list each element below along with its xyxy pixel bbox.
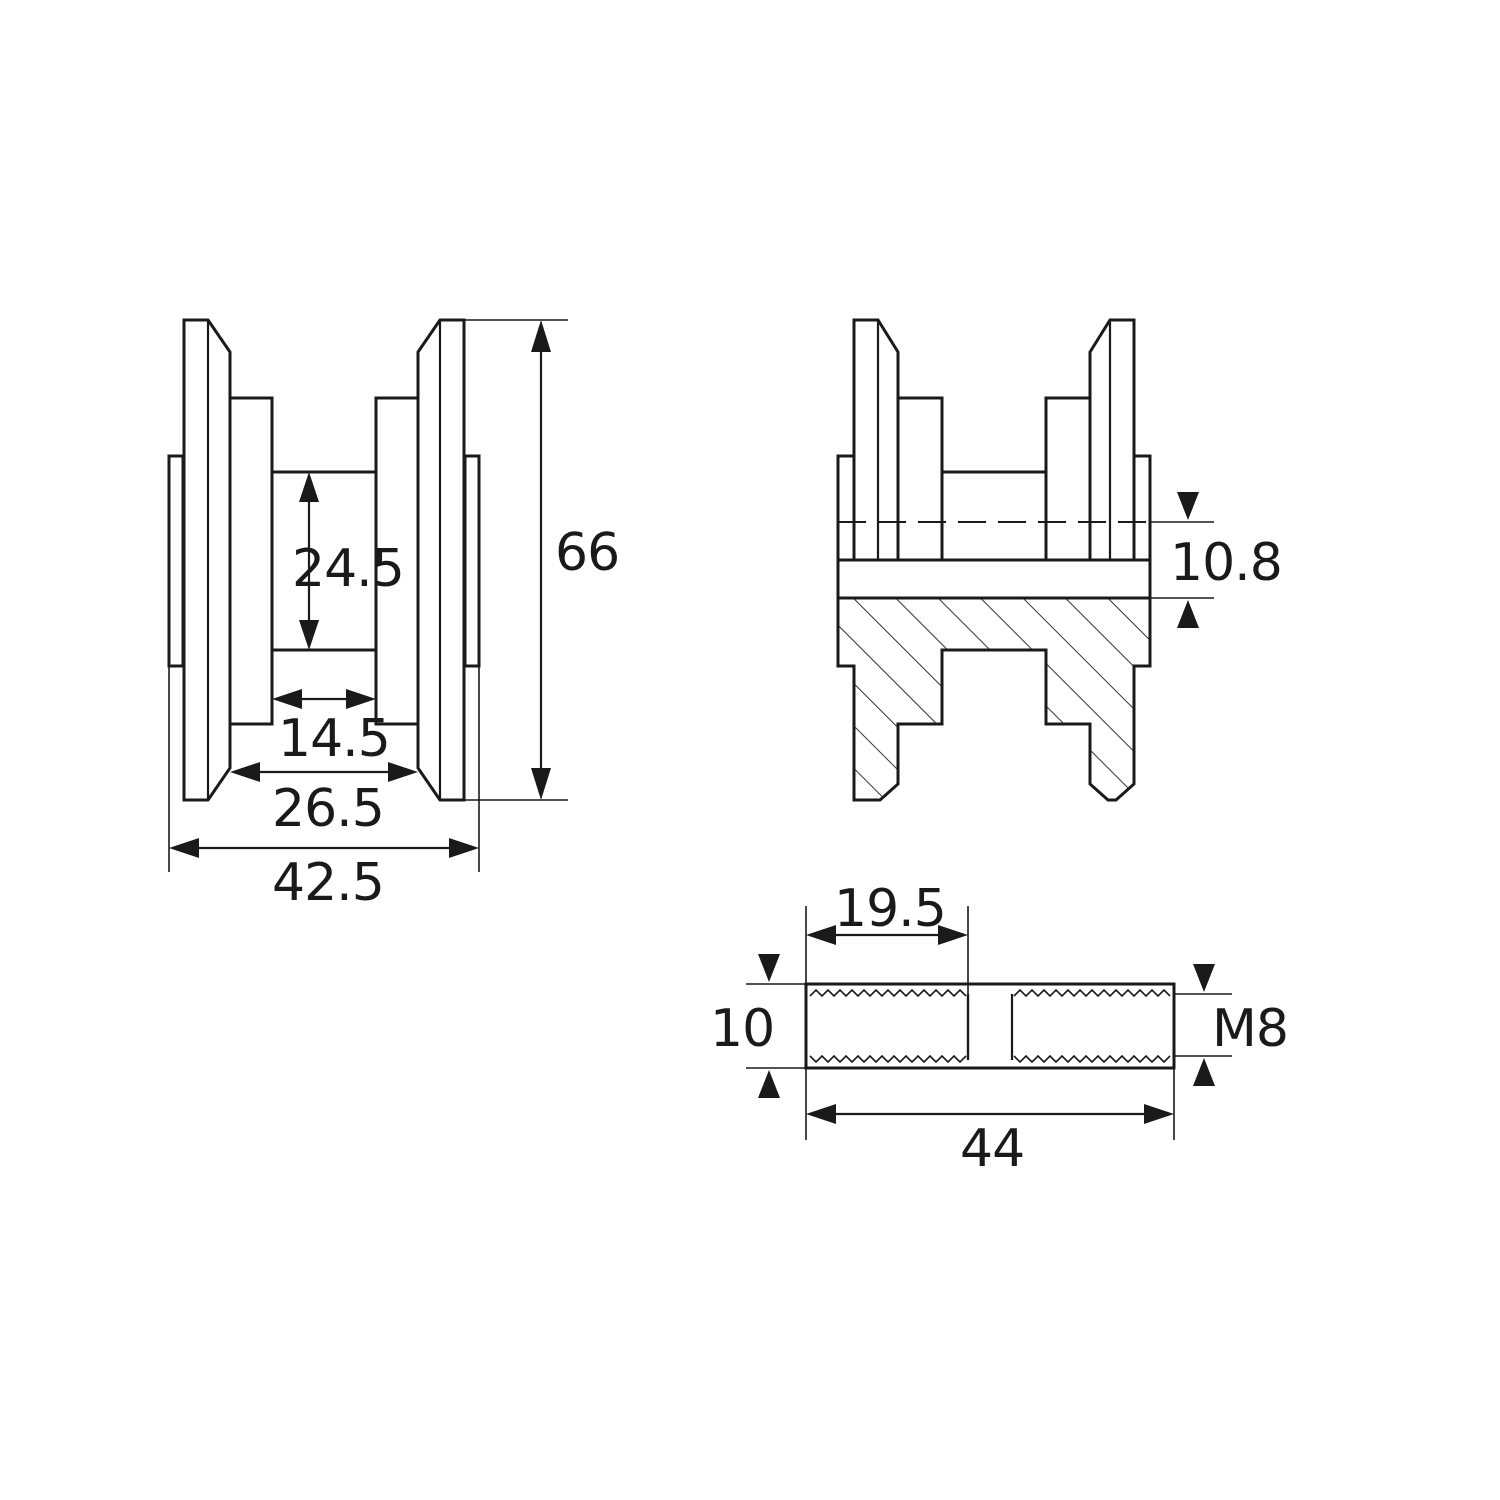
center-spacer: [270, 470, 378, 652]
pin-view: 19.5 10 M8 44: [710, 879, 1289, 1179]
pin-body: [804, 982, 1176, 1070]
dim-front-overall-width: 42.5: [272, 853, 384, 913]
dim-pin-diameter: 10: [710, 999, 774, 1059]
dim-front-mid-width: 26.5: [272, 779, 384, 839]
right-hub: [374, 396, 420, 726]
section-left-strip: [836, 454, 856, 562]
section-left-flange: [852, 318, 900, 562]
thread-top-right: [1013, 988, 1171, 998]
dim-section-depth: 10.8: [1170, 533, 1282, 593]
section-spacer: [940, 470, 1048, 562]
dim-pin-thread: M8: [1212, 999, 1288, 1059]
section-hatched-body: [836, 596, 1152, 802]
section-right-strip: [1132, 454, 1152, 562]
thread-bottom-left: [809, 1054, 967, 1064]
front-view: 66 24.5 14.5 26.5 42.5: [167, 318, 620, 913]
dim-front-height: 66: [555, 523, 619, 583]
dim-pin-half-length: 19.5: [834, 879, 946, 939]
left-outer-strip: [167, 454, 185, 668]
section-right-flange: [1088, 318, 1136, 562]
section-view: 10.8: [836, 318, 1283, 802]
thread-bottom-right: [1013, 1054, 1171, 1064]
section-pin-band: [836, 558, 1152, 600]
dim-front-inner-width: 14.5: [278, 709, 390, 769]
dim-pin-length: 44: [960, 1119, 1024, 1179]
section-left-hub: [896, 396, 944, 562]
thread-top-left: [809, 988, 967, 998]
section-right-hub: [1044, 396, 1092, 562]
right-outer-strip: [463, 454, 481, 668]
left-hub: [228, 396, 274, 726]
dim-front-gap-height: 24.5: [292, 539, 404, 599]
